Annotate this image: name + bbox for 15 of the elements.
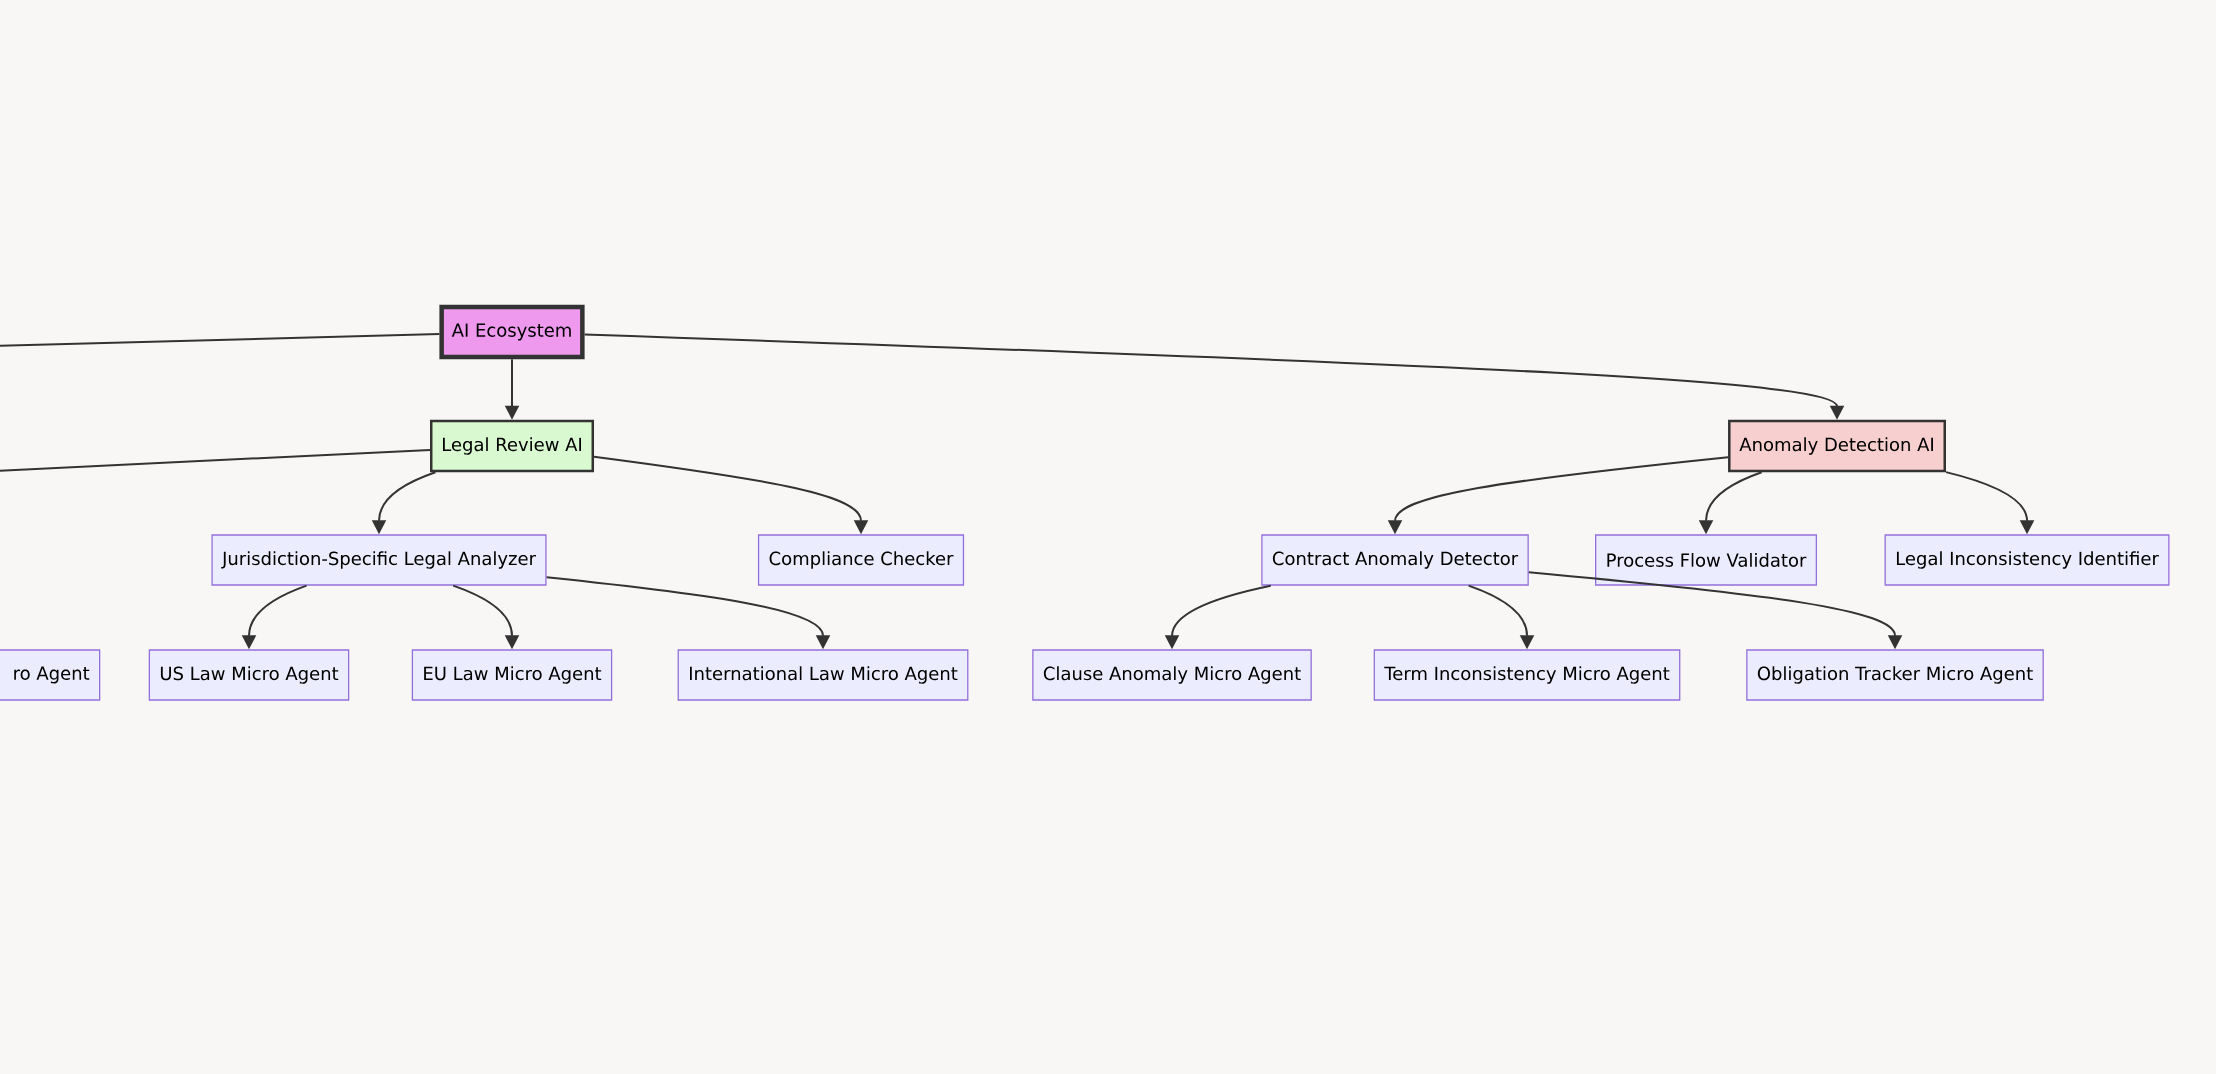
category-box: Anomaly Detection AI — [1728, 419, 1946, 473]
agent-box: Compliance Checker — [757, 534, 965, 586]
category-box: Legal Review AI — [430, 419, 594, 473]
agent-box: Legal Inconsistency Identifier — [1884, 534, 2170, 586]
agent-box: Process Flow Validator — [1595, 534, 1817, 586]
agent-box: ro Agent — [0, 649, 101, 701]
agent-box: International Law Micro Agent — [677, 649, 969, 701]
agent-box: Obligation Tracker Micro Agent — [1746, 649, 2044, 701]
agent-box: EU Law Micro Agent — [411, 649, 613, 701]
root-box: AI Ecosystem — [439, 304, 585, 360]
agent-box: Clause Anomaly Micro Agent — [1032, 649, 1312, 701]
agent-box: Jurisdiction-Specific Legal Analyzer — [211, 534, 547, 586]
agent-box: Term Inconsistency Micro Agent — [1373, 649, 1681, 701]
agent-box: Contract Anomaly Detector — [1261, 534, 1529, 586]
agent-box: US Law Micro Agent — [148, 649, 350, 701]
